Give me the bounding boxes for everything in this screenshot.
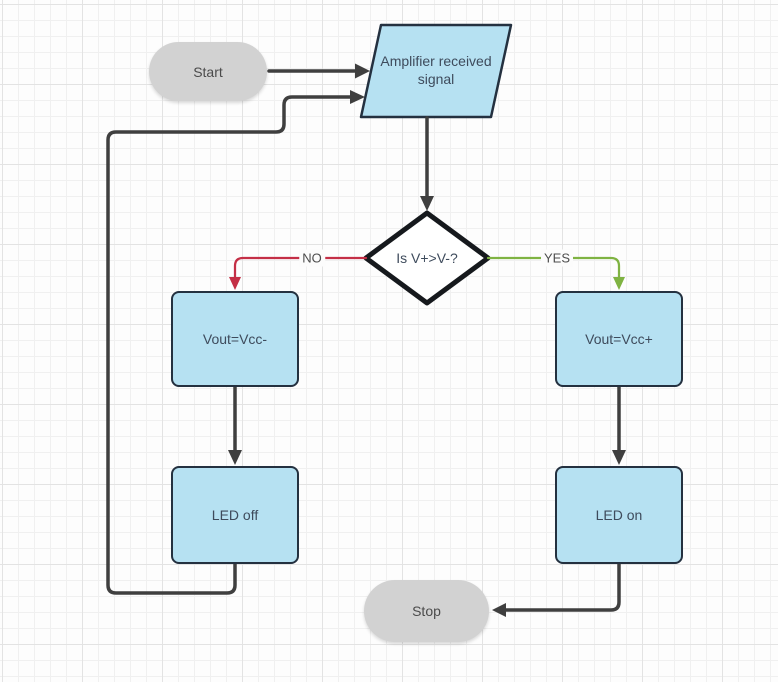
arrowhead-left-icon <box>492 603 506 617</box>
node-start[interactable]: Start <box>149 42 267 101</box>
connector-ledoff-to-amplifier-loop[interactable] <box>106 90 365 595</box>
connector-start-to-amplifier[interactable] <box>267 63 370 79</box>
connector-amplifier-to-decision[interactable] <box>420 116 434 211</box>
stop-label: Stop <box>412 603 441 619</box>
arrowhead-down-icon <box>613 277 625 290</box>
vout-vcc-plus-label: Vout=Vcc+ <box>585 331 653 347</box>
shape-decision-diamond[interactable] <box>363 210 491 306</box>
node-led-off[interactable]: LED off <box>171 466 299 564</box>
edge-label-no: NO <box>299 249 325 267</box>
connector-vccplus-to-ledon[interactable] <box>612 385 626 465</box>
decision-label: Is V+>V-? <box>396 250 458 266</box>
arrowhead-down-icon <box>229 277 241 290</box>
node-stop[interactable]: Stop <box>364 580 489 642</box>
arrowhead-right-icon <box>350 90 365 104</box>
led-off-label: LED off <box>211 507 259 523</box>
connector-decision-yes[interactable] <box>486 256 625 290</box>
shape-amplifier-parallelogram[interactable] <box>359 23 513 119</box>
arrowhead-right-icon <box>355 63 370 79</box>
start-label: Start <box>193 63 223 80</box>
connector-ledon-to-stop[interactable] <box>492 562 621 617</box>
arrowhead-down-icon <box>612 450 626 465</box>
amplifier-label: Amplifier received signal <box>380 53 492 87</box>
node-vout-vcc-minus[interactable]: Vout=Vcc- <box>171 291 299 387</box>
connector-vccminus-to-ledoff[interactable] <box>228 385 242 465</box>
arrowhead-down-icon <box>420 196 434 211</box>
vout-vcc-minus-label: Vout=Vcc- <box>202 331 268 347</box>
node-led-on[interactable]: LED on <box>555 466 683 564</box>
edge-label-yes: YES <box>540 249 574 267</box>
node-vout-vcc-plus[interactable]: Vout=Vcc+ <box>555 291 683 387</box>
connector-decision-no[interactable] <box>229 256 368 290</box>
led-on-label: LED on <box>595 507 643 523</box>
arrowhead-down-icon <box>228 450 242 465</box>
